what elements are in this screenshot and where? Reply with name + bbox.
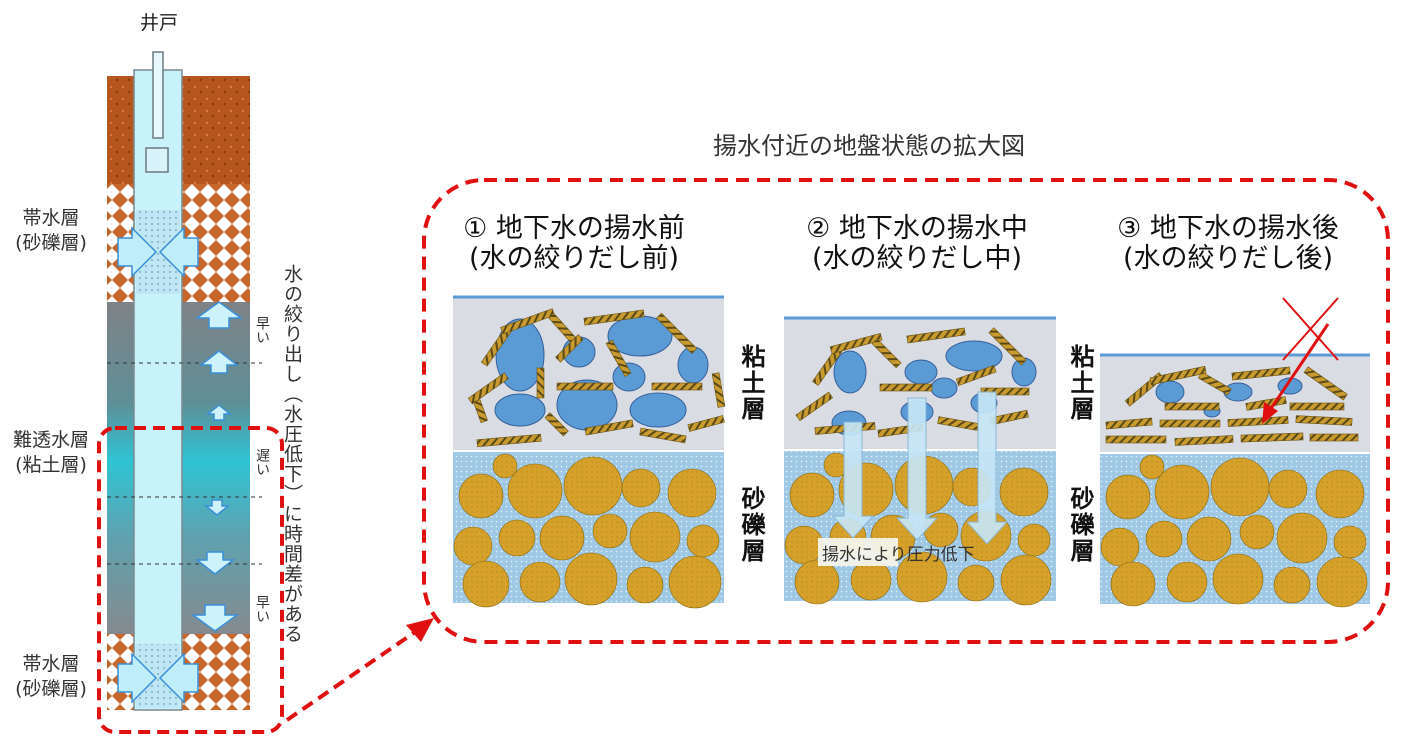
highlight-box-well bbox=[97, 426, 284, 734]
panel-1-title-line2: (水の絞りだし前) bbox=[468, 243, 680, 274]
well-column bbox=[107, 51, 262, 711]
aquifer-top-sub: (砂礫層) bbox=[15, 232, 87, 254]
aquifer-top-label: 帯水層 (砂礫層) bbox=[4, 206, 98, 256]
panel-2-illustration bbox=[784, 316, 1056, 606]
panel-3-illustration bbox=[1100, 297, 1370, 608]
speed-fast-top: 早い bbox=[254, 316, 270, 344]
zoom-title: 揚水付近の地盤状態の拡大図 bbox=[713, 132, 1025, 160]
connector-arrowhead bbox=[406, 618, 434, 642]
zoom-box bbox=[422, 178, 1390, 644]
panel-2-gravel-label: 砂礫層 bbox=[1066, 486, 1094, 564]
compression-arrowhead bbox=[1262, 402, 1278, 424]
panel-3-title-line2: (水の絞りだし後) bbox=[1122, 243, 1334, 274]
aquifer-bottom-label: 帯水層 (砂礫層) bbox=[4, 652, 98, 702]
well-title: 井戸 bbox=[140, 12, 179, 34]
panel-2-title: ② 地下水の揚水中 (水の絞りだし中) bbox=[767, 214, 1067, 274]
aquifer-bottom-sub: (砂礫層) bbox=[15, 678, 87, 700]
panel-3-title: ③ 地下水の揚水後 (水の絞りだし後) bbox=[1078, 214, 1378, 274]
aquifer-top-name: 帯水層 bbox=[22, 207, 80, 229]
panel-2-title-line1: ② 地下水の揚水中 bbox=[806, 213, 1028, 244]
aquifer-bottom-name: 帯水層 bbox=[22, 653, 80, 675]
panel-1-gravel-label: 砂礫層 bbox=[737, 486, 765, 564]
aquitard-sub: (粘土層) bbox=[15, 454, 87, 476]
aquitard-name: 難透水層 bbox=[12, 429, 89, 451]
panel-3-title-line1: ③ 地下水の揚水後 bbox=[1117, 213, 1339, 244]
panel-1-title-line1: ① 地下水の揚水前 bbox=[463, 213, 685, 244]
panel-1-title: ① 地下水の揚水前 (水の絞りだし前) bbox=[424, 214, 724, 274]
aquitard-label: 難透水層 (粘土層) bbox=[4, 428, 98, 478]
connector-arrow bbox=[285, 628, 420, 722]
red-cross-line bbox=[1282, 297, 1339, 361]
panel-1-illustration bbox=[453, 295, 726, 609]
panel-2-title-line2: (水の絞りだし中) bbox=[811, 243, 1023, 274]
vertical-note: 水の絞り出し（水圧低下）に時間差がある bbox=[281, 264, 303, 644]
panel-1-clay-label: 粘土層 bbox=[737, 344, 765, 422]
speed-fast-bottom: 早い bbox=[254, 595, 270, 623]
panel-2-caption: 揚水により圧力低下 bbox=[822, 545, 975, 565]
speed-slow: 遅い bbox=[254, 448, 270, 476]
compression-arrow bbox=[1268, 323, 1330, 411]
panel-2-clay-label: 粘土層 bbox=[1066, 344, 1094, 422]
